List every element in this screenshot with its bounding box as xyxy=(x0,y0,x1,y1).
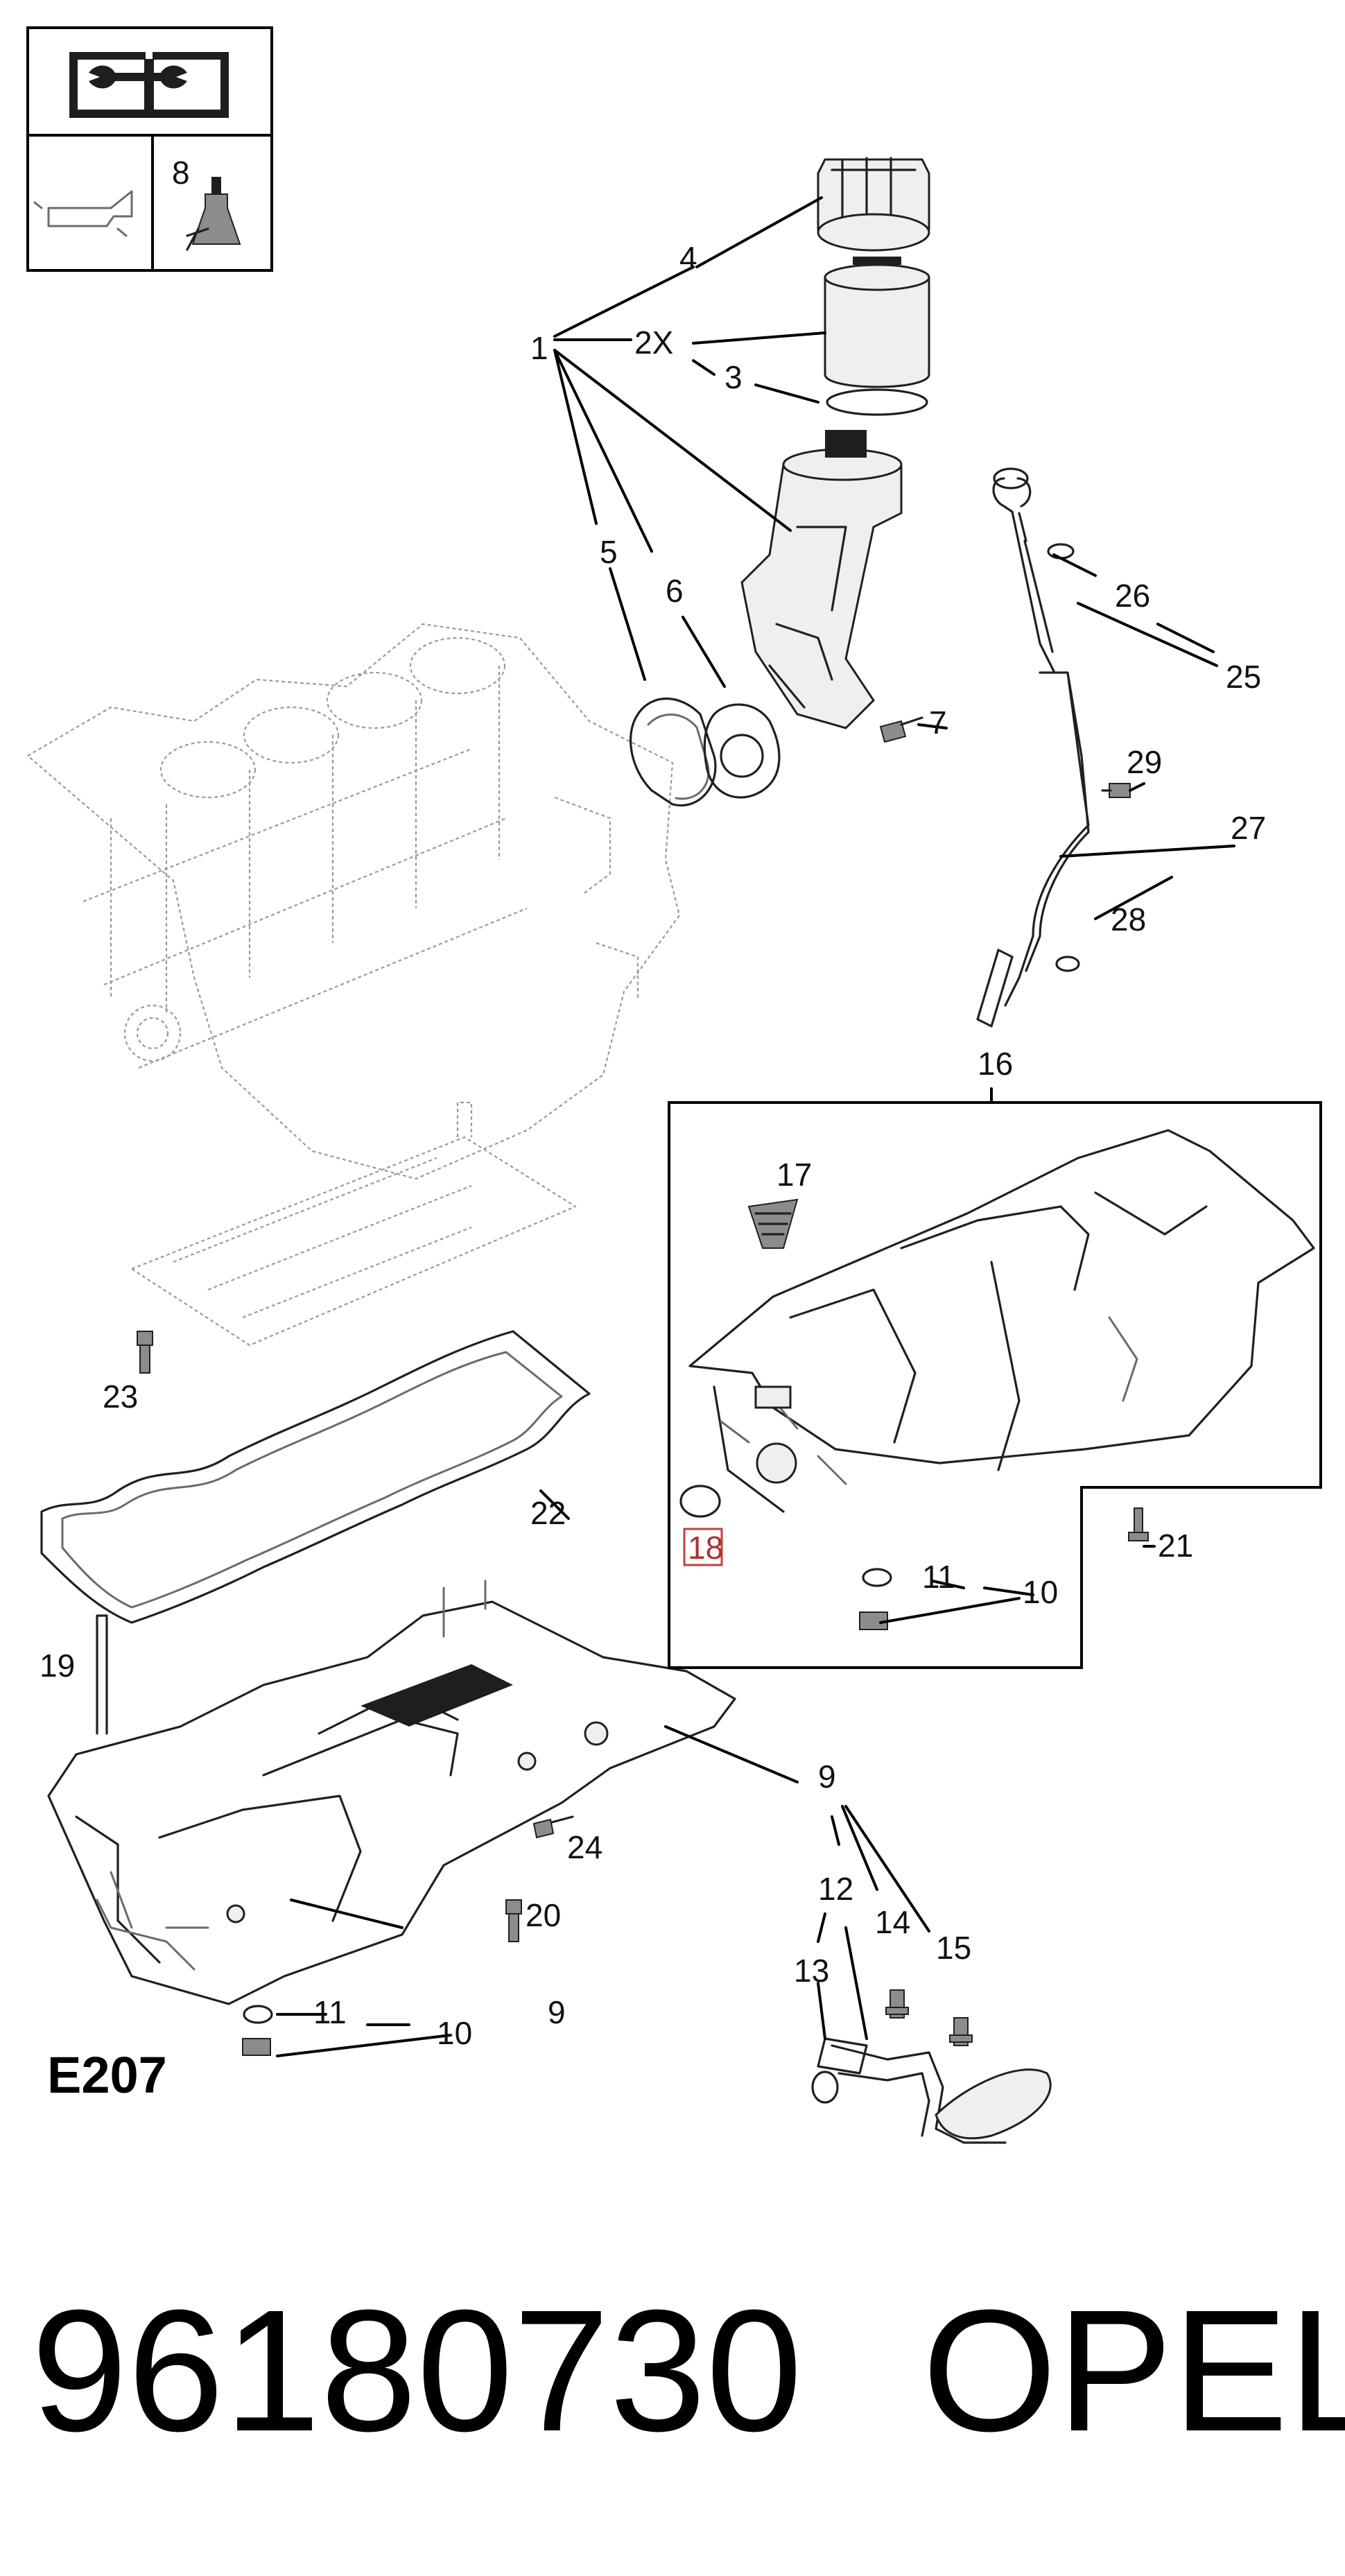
inset-drain-plug xyxy=(859,1611,888,1630)
callout-14: 14 xyxy=(875,1904,910,1940)
book-wrench-icon xyxy=(69,52,229,118)
callout-5: 5 xyxy=(600,534,618,570)
callout-15: 15 xyxy=(936,1930,971,1966)
sealant-bottle-icon xyxy=(186,177,241,251)
upper-oil-pan xyxy=(688,1129,1315,1464)
callout-19: 19 xyxy=(40,1648,75,1684)
callout-6: 6 xyxy=(666,573,684,609)
callout-24: 24 xyxy=(567,1829,602,1865)
callout-26: 26 xyxy=(1115,578,1150,614)
callout-25: 25 xyxy=(1226,659,1261,695)
drain-plug xyxy=(242,2038,271,2056)
callout-3: 3 xyxy=(724,359,743,395)
dipstick-o-ring xyxy=(1047,543,1075,560)
callout-2x: 2X xyxy=(634,325,673,361)
callout-10-lower: 10 xyxy=(437,2015,472,2051)
drain-washer xyxy=(243,2005,273,2024)
tube-o-ring xyxy=(1055,956,1080,972)
gasket-bolt xyxy=(137,1331,153,1374)
callout-10-inset: 10 xyxy=(1023,1574,1058,1610)
callout-23: 23 xyxy=(103,1378,138,1415)
callout-18-highlight xyxy=(683,1528,723,1566)
callout-27: 27 xyxy=(1231,810,1266,846)
oil-pan-bolt xyxy=(505,1899,522,1942)
callout-11-lower: 11 xyxy=(313,1994,347,2030)
dipstick-tube xyxy=(1004,671,1090,1007)
callout-12: 12 xyxy=(818,1871,853,1907)
seal-ring xyxy=(679,1485,721,1518)
callout-7: 7 xyxy=(929,704,947,741)
pickup-tube xyxy=(831,2044,1007,2144)
pickup-bolt-14 xyxy=(885,1989,909,2019)
filter-o-ring xyxy=(826,388,928,416)
callout-labels: 1 2X 3 4 5 6 7 9 9 10 10 11 11 12 13 14 … xyxy=(40,240,1266,2051)
cooler-gasket xyxy=(703,703,781,799)
brand-name: OPEL xyxy=(922,2274,1345,2467)
dipstick xyxy=(992,477,1055,673)
inset-drain-washer xyxy=(862,1568,892,1587)
callout-17: 17 xyxy=(776,1157,812,1193)
pickup-bolt-15 xyxy=(949,2017,973,2046)
legend-label-8: 8 xyxy=(172,155,190,191)
pan-side-bolt xyxy=(532,1815,574,1839)
section-code: E207 xyxy=(47,2046,167,2104)
callout-11-inset: 11 xyxy=(922,1559,955,1595)
tube-bolt xyxy=(1101,783,1131,798)
housing-bolt xyxy=(879,716,923,743)
callout-16: 16 xyxy=(978,1046,1013,1082)
callout-21: 21 xyxy=(1158,1528,1193,1564)
dipstick-assembly xyxy=(976,467,1131,1028)
callout-29: 29 xyxy=(1127,744,1162,780)
inset-frame xyxy=(668,1101,1322,1669)
callout-1: 1 xyxy=(530,330,548,366)
oil-filter-assembly xyxy=(630,157,930,807)
long-bolt xyxy=(96,1614,108,1735)
baffle-plate xyxy=(130,1101,577,1347)
oil-pan-gasket xyxy=(40,1330,591,1624)
pickup-screen xyxy=(935,2068,1052,2140)
oil-filter-cap xyxy=(817,157,930,252)
legend-box: 8 xyxy=(26,26,273,272)
callout-9-upper: 9 xyxy=(818,1758,836,1795)
callout-13: 13 xyxy=(794,1953,829,1989)
oil-filter-element xyxy=(824,257,930,388)
pickup-o-ring xyxy=(811,2071,839,2104)
callout-9-lower: 9 xyxy=(548,1994,566,2030)
oil-pickup-assembly xyxy=(811,1989,1052,2144)
callout-22: 22 xyxy=(530,1495,566,1531)
housing-gasket xyxy=(630,698,717,807)
engine-block xyxy=(26,623,681,1180)
oil-filter-housing xyxy=(740,430,903,729)
callout-4: 4 xyxy=(679,240,697,276)
callout-28: 28 xyxy=(1111,901,1146,937)
oil-can-icon xyxy=(33,190,133,237)
callout-20: 20 xyxy=(526,1897,561,1933)
oil-pan-main xyxy=(47,1580,736,2005)
leader-lines xyxy=(276,196,1235,2057)
inset-bolt xyxy=(1128,1507,1149,1541)
part-number: 96180730 xyxy=(31,2274,802,2467)
oil-strainer xyxy=(747,1198,799,1249)
callout-18: 18 xyxy=(688,1530,723,1566)
